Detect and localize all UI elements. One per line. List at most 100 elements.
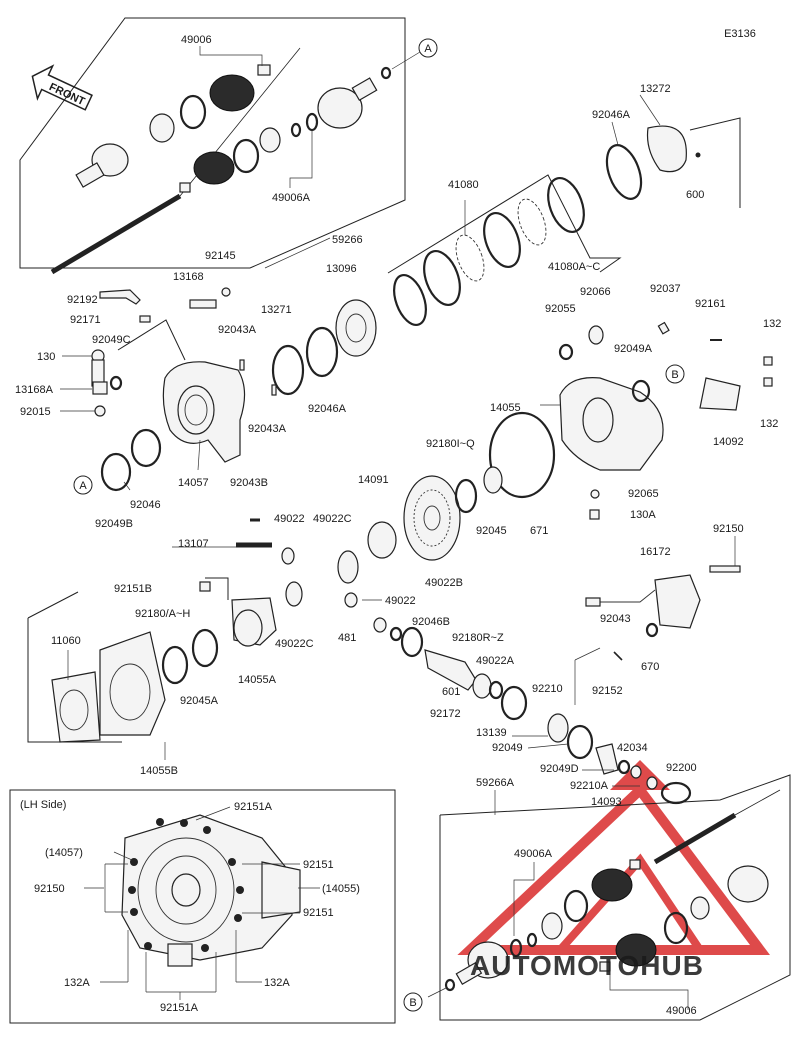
label-130: 130 bbox=[37, 351, 55, 363]
label-14055-paren: (14055) bbox=[322, 883, 360, 895]
label-92210A: 92210A bbox=[570, 780, 609, 792]
label-13139: 13139 bbox=[476, 727, 507, 739]
label-92210: 92210 bbox=[532, 683, 563, 695]
marker-a-left bbox=[73, 475, 93, 495]
housing-14055 bbox=[488, 321, 773, 499]
label-59266: 59266 bbox=[332, 234, 363, 246]
label-13096: 13096 bbox=[326, 263, 357, 275]
label-92180-A-H: 92180/A~H bbox=[135, 608, 190, 620]
ring-gear-group bbox=[236, 466, 600, 608]
driveshaft-front-group bbox=[19, 17, 421, 275]
label-49022B: 49022B bbox=[425, 577, 463, 589]
label-92200: 92200 bbox=[666, 762, 697, 774]
label-49006A-top: 49006A bbox=[272, 192, 311, 204]
inset-lh-side bbox=[9, 789, 396, 1024]
marker-b-right bbox=[665, 364, 685, 384]
label-92049C: 92049C bbox=[92, 334, 131, 346]
label-49006-top: 49006 bbox=[181, 34, 212, 46]
label-13272: 13272 bbox=[640, 83, 671, 95]
label-92043: 92043 bbox=[600, 613, 631, 625]
label-92037: 92037 bbox=[650, 283, 681, 295]
label-92043A-2: 92043A bbox=[248, 423, 287, 435]
label-14092: 14092 bbox=[713, 436, 744, 448]
label-132-2: 132 bbox=[760, 418, 778, 430]
label-92151A-1: 92151A bbox=[234, 801, 273, 813]
label-13107: 13107 bbox=[178, 538, 209, 550]
marker-a-top-label: A bbox=[424, 43, 432, 55]
label-11060: 11060 bbox=[51, 635, 81, 647]
label-49022-1: 49022 bbox=[274, 513, 305, 525]
label-92145: 92145 bbox=[205, 250, 236, 262]
label-92046A-top: 92046A bbox=[592, 109, 631, 121]
label-49006-bot: 49006 bbox=[666, 1005, 697, 1017]
label-92192: 92192 bbox=[67, 294, 98, 306]
inset-title: (LH Side) bbox=[20, 799, 66, 811]
label-92043A-1: 92043A bbox=[218, 324, 257, 336]
label-671: 671 bbox=[530, 525, 548, 537]
label-16172: 16172 bbox=[640, 546, 671, 558]
label-49022A: 49022A bbox=[476, 655, 515, 667]
marker-b-bottom-label: B bbox=[409, 997, 416, 1009]
label-92043B: 92043B bbox=[230, 477, 268, 489]
watermark-text: AUTOMOTOHUB bbox=[470, 950, 704, 981]
label-41080: 41080 bbox=[448, 179, 479, 191]
label-14091: 14091 bbox=[358, 474, 389, 486]
label-49022C-2: 49022C bbox=[275, 638, 314, 650]
label-92151A-2: 92151A bbox=[160, 1002, 199, 1014]
label-13168: 13168 bbox=[173, 271, 204, 283]
pinion-group bbox=[373, 617, 692, 805]
label-14057-paren: (14057) bbox=[45, 847, 83, 859]
label-13271: 13271 bbox=[261, 304, 292, 316]
label-14055B: 14055B bbox=[140, 765, 178, 777]
label-92152: 92152 bbox=[592, 685, 623, 697]
label-92046B: 92046B bbox=[412, 616, 450, 628]
label-92150-r: 92150 bbox=[713, 523, 744, 535]
label-481: 481 bbox=[338, 632, 356, 644]
pump-16172 bbox=[585, 536, 741, 661]
front-arrow-icon: FRONT bbox=[31, 64, 93, 111]
label-92049A: 92049A bbox=[614, 343, 653, 355]
label-670: 670 bbox=[641, 661, 659, 673]
label-92046: 92046 bbox=[130, 499, 161, 511]
marker-b-right-label: B bbox=[671, 369, 678, 381]
label-42034: 42034 bbox=[617, 742, 648, 754]
label-92055: 92055 bbox=[545, 303, 576, 315]
label-130A: 130A bbox=[630, 509, 656, 521]
label-49006A-bot: 49006A bbox=[514, 848, 553, 860]
label-13168A: 13168A bbox=[15, 384, 54, 396]
driveshaft-rear-group bbox=[427, 774, 791, 1021]
plate-group-top-right bbox=[605, 94, 741, 208]
label-49022-2: 49022 bbox=[385, 595, 416, 607]
label-92151B: 92151B bbox=[114, 583, 152, 595]
label-49022C-1: 49022C bbox=[313, 513, 352, 525]
label-132A-2: 132A bbox=[264, 977, 290, 989]
label-14057: 14057 bbox=[178, 477, 209, 489]
label-92015: 92015 bbox=[20, 406, 51, 418]
label-14055: 14055 bbox=[490, 402, 521, 414]
label-601: 601 bbox=[442, 686, 460, 698]
clutch-pack bbox=[387, 174, 622, 326]
label-92151-1: 92151 bbox=[303, 859, 334, 871]
label-92045A: 92045A bbox=[180, 695, 219, 707]
label-92049: 92049 bbox=[492, 742, 523, 754]
label-92150-l: 92150 bbox=[34, 883, 65, 895]
label-92171: 92171 bbox=[70, 314, 101, 326]
label-92180I-Q: 92180I~Q bbox=[426, 438, 475, 450]
label-92180R-Z: 92180R~Z bbox=[452, 632, 504, 644]
label-14093: 14093 bbox=[591, 796, 622, 808]
label-92045: 92045 bbox=[476, 525, 507, 537]
label-92161: 92161 bbox=[695, 298, 726, 310]
marker-a-top bbox=[418, 38, 438, 58]
label-132A-1: 132A bbox=[64, 977, 90, 989]
marker-b-bottom bbox=[403, 992, 423, 1012]
housing-14057 bbox=[100, 319, 246, 492]
housing-14055A-B bbox=[27, 577, 303, 743]
label-92046A-mid: 92046A bbox=[308, 403, 347, 415]
label-41080A-C: 41080A~C bbox=[548, 261, 600, 273]
marker-a-left-label: A bbox=[79, 480, 87, 492]
label-132-1: 132 bbox=[763, 318, 781, 330]
rings-13271-13096 bbox=[239, 299, 377, 396]
diagram-code: E3136 bbox=[724, 28, 756, 40]
